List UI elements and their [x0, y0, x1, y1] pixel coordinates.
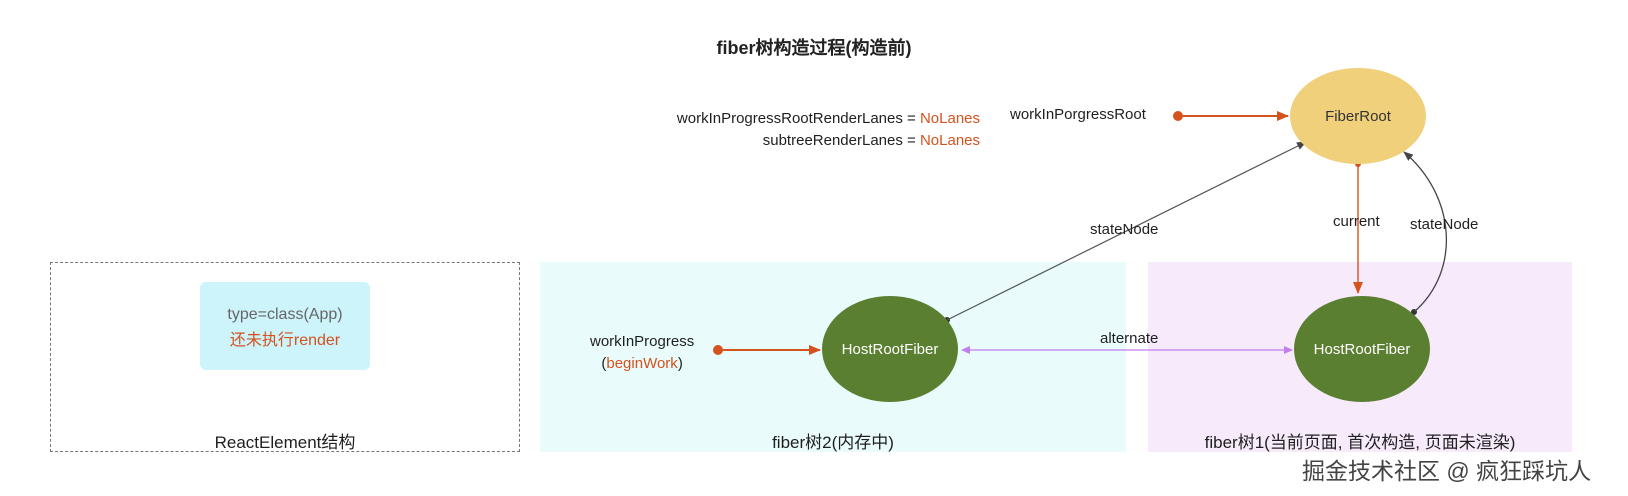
root-render-lanes-key: workInProgressRootRenderLanes =	[676, 110, 920, 127]
wip-label-line2: (beginWork)	[590, 353, 694, 375]
lanes-info: workInProgressRootRenderLanes = NoLanes …	[677, 108, 980, 152]
state-node-label-right: stateNode	[1410, 216, 1479, 233]
state-node-edge-right	[1403, 151, 1448, 315]
fiber-root-label: FiberRoot	[1325, 107, 1391, 125]
watermark: 掘金技术社区 @ 疯狂踩坑人	[1302, 458, 1592, 484]
diagram-title: fiber树构造过程(构造前)	[716, 38, 912, 58]
wip-paren-open: (	[601, 355, 607, 372]
fiber-tree-2-label: fiber树2(内存中)	[772, 433, 894, 452]
alternate-label: alternate	[1100, 330, 1159, 347]
host-root-fiber-2-label: HostRootFiber	[841, 340, 939, 358]
root-render-lanes-line: workInProgressRootRenderLanes = NoLanes	[677, 108, 980, 130]
host-root-fiber-1-node: HostRootFiber	[1294, 296, 1430, 402]
subtree-render-lanes-value: NoLanes	[919, 132, 980, 149]
state-node-label-left: stateNode	[1090, 221, 1159, 238]
host-root-fiber-2-node: HostRootFiber	[822, 296, 958, 402]
wip-pointer	[713, 345, 821, 355]
fiber-root-node: FiberRoot	[1290, 68, 1426, 164]
react-element-render-status: 还未执行render	[229, 332, 341, 349]
react-element-card: type=class(App) 还未执行render	[200, 282, 370, 370]
wip-root-pointer	[1173, 111, 1289, 121]
react-element-container	[50, 262, 520, 452]
wip-paren-close: )	[677, 355, 683, 372]
wip-label: workInProgress (beginWork)	[590, 331, 694, 375]
wip-root-label: workInPorgressRoot	[1010, 106, 1146, 123]
react-element-label: ReactElement结构	[214, 433, 356, 452]
subtree-render-lanes-line: subtreeRenderLanes = NoLanes	[677, 130, 980, 152]
subtree-render-lanes-key: subtreeRenderLanes =	[762, 132, 920, 149]
root-render-lanes-value: NoLanes	[919, 110, 980, 127]
host-root-fiber-1-label: HostRootFiber	[1313, 340, 1411, 358]
react-element-type: type=class(App)	[227, 306, 343, 323]
begin-work-label: beginWork	[606, 355, 678, 372]
fiber-tree-1-label: fiber树1(当前页面, 首次构造, 页面未渲染)	[1204, 433, 1516, 452]
wip-label-line1: workInProgress	[590, 333, 695, 350]
current-label: current	[1333, 213, 1380, 230]
